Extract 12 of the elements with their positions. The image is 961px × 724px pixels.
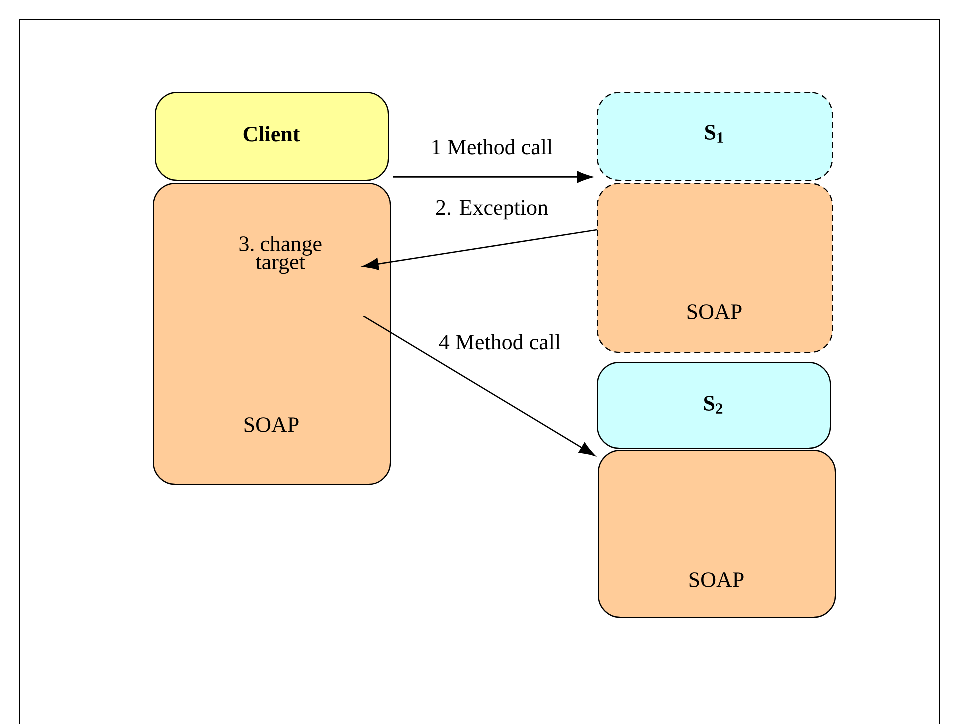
- server-box: S$_{2}$: [597, 362, 832, 450]
- soap-box: SOAP: [598, 450, 836, 618]
- arrow: [363, 316, 596, 456]
- server-box: S$_{1}$: [597, 92, 834, 182]
- arrow: [393, 171, 593, 184]
- soap-box: SOAP: [597, 183, 834, 354]
- client-box: Client: [155, 92, 390, 182]
- edge-label: 2. Exception: [434, 199, 550, 221]
- arrow: [362, 229, 598, 270]
- step-text: 3. change target: [240, 236, 322, 274]
- edge-label: 1 Method call: [430, 138, 554, 156]
- edge-label: 4 Method call: [438, 333, 562, 351]
